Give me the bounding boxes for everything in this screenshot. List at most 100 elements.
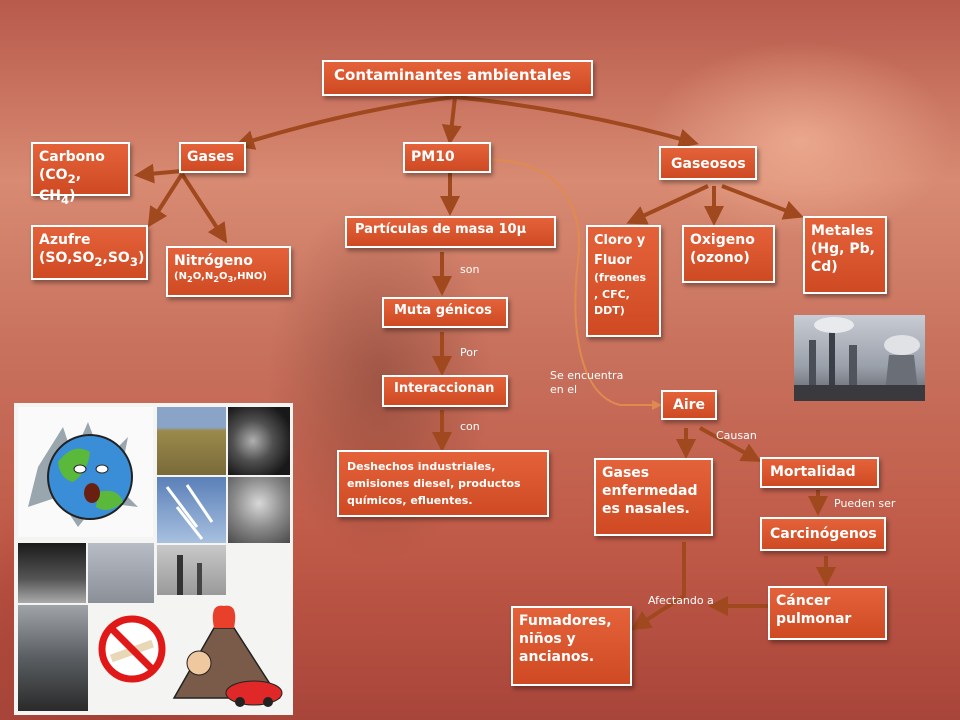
deshechos-node: Deshechos industriales, emisiones diesel… [337, 450, 549, 517]
label-se-encuentra: Se encuentra en el [550, 369, 623, 398]
gases-enf-line2: enfermedad [602, 483, 698, 500]
volcano-cartoon [164, 598, 290, 711]
arrow-gases-fumadores [630, 542, 686, 631]
field-photo [157, 407, 226, 475]
label-se-encuentra-line1: Se encuentra [550, 369, 624, 382]
carbono-l2a: (CO [39, 167, 68, 184]
metales-line2: (Hg, Pb, [811, 241, 875, 258]
cloro-line1: Cloro y [594, 233, 646, 248]
carcinogenos-node: Carcinógenos [760, 517, 886, 551]
carbono-sub2: 4 [61, 192, 70, 207]
gaseosos-node: Gaseosos [659, 146, 757, 180]
title-text: Contaminantes ambientales [334, 66, 572, 84]
metales-line3: Cd) [811, 259, 838, 276]
arrow-gases-azufre [147, 172, 184, 228]
particulas-text: Partículas de masa 10µ [355, 222, 527, 237]
nitro-p3: O [219, 271, 228, 283]
pollution-collage-image [14, 403, 293, 715]
cancer-node: Cáncer pulmonar [768, 586, 887, 640]
gases-enf-line1: Gases [602, 465, 650, 481]
earth-icon [18, 407, 153, 537]
arrow-pm10-aire-curve [491, 159, 662, 410]
interaccionan-node: Interaccionan [382, 375, 508, 407]
carbono-sub1: 2 [67, 171, 76, 186]
pm10-node: PM10 [403, 142, 491, 173]
oxigeno-line1: Oxigeno [690, 232, 755, 248]
factory-photo [794, 315, 925, 401]
arrow-title-gaseosos [454, 95, 699, 149]
arrow-gaseosos-metales [721, 184, 804, 220]
metales-node: Metales (Hg, Pb, Cd) [803, 216, 887, 294]
oxigeno-node: Oxigeno (ozono) [682, 225, 775, 283]
particulas-node: Partículas de masa 10µ [345, 216, 556, 248]
spray-can-photo [228, 407, 290, 475]
azufre-l2b: ,SO [102, 250, 130, 267]
azufre-l2c: ) [137, 250, 145, 267]
no-smoking-icon [92, 609, 172, 689]
arrow-aire-mortalidad [699, 426, 762, 462]
azufre-line2: (SO,SO2,SO3) [39, 249, 144, 270]
nitro-s1: 2 [186, 274, 193, 285]
arrow-title-gases [234, 95, 456, 150]
label-por: Por [460, 346, 478, 359]
gaseosos-text: Gaseosos [671, 156, 746, 172]
arrow-gases-carbono [134, 163, 183, 184]
interaccionan-text: Interaccionan [394, 381, 495, 396]
azufre-l2a: (SO,SO [39, 250, 95, 267]
label-causan: Causan [716, 429, 757, 442]
aire-text: Aire [673, 397, 706, 413]
arrow-title-pm10 [441, 96, 462, 145]
nitrogeno-line2: (N2O,N2O3,HNO) [174, 270, 283, 285]
mutagenicos-text: Muta génicos [394, 303, 492, 318]
cloro-line5: DDT) [594, 304, 625, 317]
label-afectando: Afectando a [648, 594, 714, 607]
nitro-p4: ,HNO) [233, 271, 267, 283]
nitro-s2: 2 [213, 274, 219, 285]
pm10-text: PM10 [411, 149, 455, 165]
cancer-line1: Cáncer [776, 593, 831, 609]
cloro-line2: Fluor [594, 252, 632, 268]
fumadores-node: Fumadores, niños y ancianos. [511, 606, 632, 686]
carbono-line1: Carbono [39, 149, 105, 165]
nitro-p1: (N [174, 271, 187, 283]
gases-node: Gases [179, 142, 246, 173]
mutagenicos-node: Muta génicos [382, 297, 508, 328]
gases-text: Gases [187, 149, 235, 165]
factory-smoke-photo [18, 543, 86, 603]
fumadores-line2: niños y [519, 631, 576, 648]
gases-enfermedades-node: Gases enfermedad es nasales. [594, 458, 713, 536]
label-pueden-ser: Pueden ser [834, 497, 896, 510]
cloro-line3: (freones [594, 271, 647, 284]
fumadores-line1: Fumadores, [519, 613, 612, 629]
title-node: Contaminantes ambientales [322, 60, 593, 96]
label-se-encuentra-line2: en el [550, 383, 578, 397]
chimney-photo [157, 545, 226, 595]
nitrogeno-node: Nitrógeno (N2O,N2O3,HNO) [166, 246, 291, 297]
deshechos-text: Deshechos industriales, emisiones diesel… [347, 460, 521, 508]
carbono-l2b: , CH [39, 167, 82, 205]
aire-node: Aire [661, 390, 717, 420]
smog-city-photo [88, 543, 154, 603]
azufre-line1: Azufre [39, 232, 91, 248]
azufre-node: Azufre (SO,SO2,SO3) [31, 225, 148, 280]
fumadores-line3: ancianos. [519, 649, 595, 666]
cloro-node: Cloro y Fluor (freones , CFC, DDT) [586, 225, 661, 337]
traffic-photo [18, 605, 88, 711]
cloro-line4: , CFC, [594, 287, 630, 301]
metales-line1: Metales [811, 223, 874, 239]
gases-enf-line3: es nasales. [602, 501, 690, 518]
mortalidad-node: Mortalidad [760, 457, 879, 488]
oxigeno-line2: (ozono) [690, 250, 750, 267]
label-con: con [460, 420, 480, 433]
carbono-line2: (CO2, CH4) [39, 166, 122, 208]
nitrogeno-line1: Nitrógeno [174, 253, 253, 269]
cancer-line2: pulmonar [776, 611, 852, 628]
mortalidad-text: Mortalidad [770, 464, 856, 480]
arrow-gaseosos-cloro [626, 184, 709, 225]
azufre-sub1: 2 [94, 254, 103, 269]
carbono-node: Carbono (CO2, CH4) [31, 142, 130, 207]
arrow-gases-nitrogeno [180, 172, 228, 244]
label-son: son [460, 263, 480, 276]
carcinogenos-text: Carcinógenos [770, 526, 877, 542]
